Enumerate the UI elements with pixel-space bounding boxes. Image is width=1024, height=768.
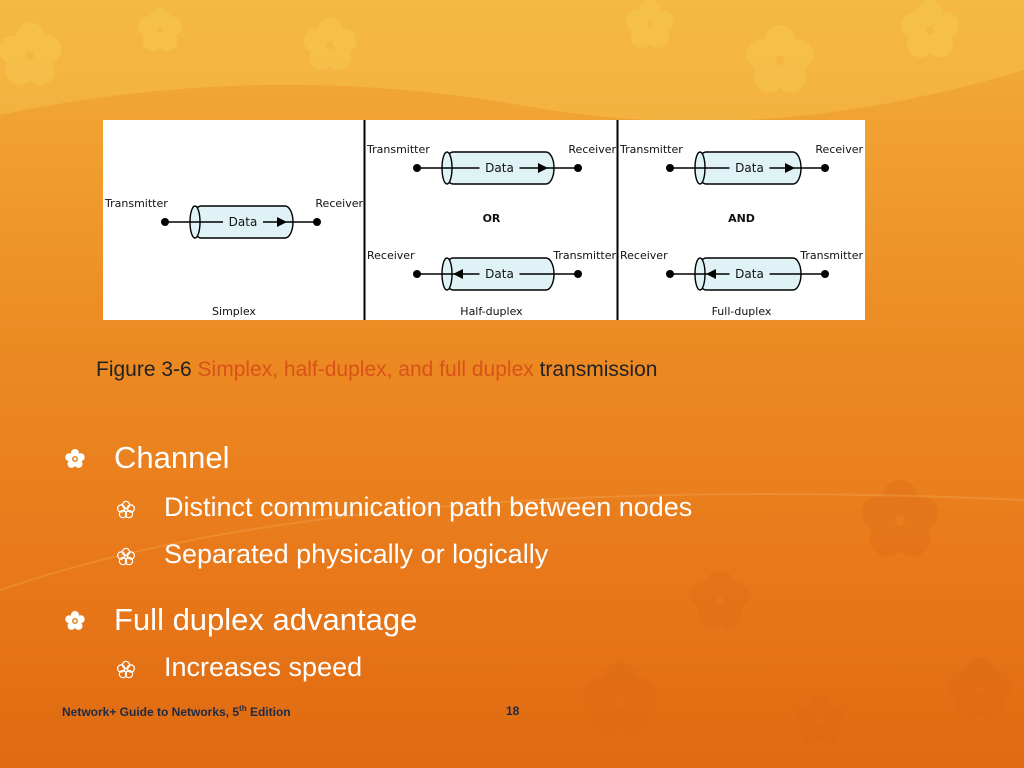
panel-label: Full-duplex: [712, 305, 772, 318]
endpoint-label: Transmitter: [552, 249, 616, 262]
data-label: Data: [229, 215, 258, 229]
node-dot: [821, 270, 829, 278]
flower-outline-bullet-icon: [116, 547, 136, 567]
sub-bullet-increases-speed: Increases speed: [164, 652, 363, 682]
data-label-bg: [729, 265, 770, 281]
sub-bullet-separated: Separated physically or logically: [164, 539, 549, 569]
data-label: Data: [735, 161, 764, 175]
endpoint-label: Transmitter: [619, 143, 683, 156]
caption-highlight: Simplex, half-duplex, and full duplex: [197, 358, 534, 381]
data-label-bg: [223, 213, 263, 229]
figure-caption: Figure 3-6 Simplex, half-duplex, and ful…: [96, 358, 657, 382]
endpoint-label: Receiver: [367, 249, 415, 262]
node-dot: [574, 270, 582, 278]
flower-bullet-icon: [64, 610, 86, 632]
direction-arrow: [706, 269, 716, 279]
node-dot: [821, 164, 829, 172]
footer-title-sup: th: [239, 704, 247, 713]
connector-label: OR: [483, 212, 501, 225]
data-label: Data: [485, 267, 514, 281]
flower-bullet-icon: [64, 448, 86, 470]
connector-label: AND: [728, 212, 755, 225]
direction-arrow: [453, 269, 463, 279]
panel-label: Half-duplex: [460, 305, 523, 318]
flower-outline-bullet-icon: [116, 500, 136, 520]
panel-label: Simplex: [212, 305, 256, 318]
endpoint-label: Receiver: [620, 249, 668, 262]
endpoint-label: Transmitter: [366, 143, 430, 156]
page-number: 18: [506, 704, 520, 718]
data-label-bg: [479, 265, 520, 281]
endpoint-label: Receiver: [815, 143, 863, 156]
data-label: Data: [735, 267, 764, 281]
direction-arrow: [277, 217, 287, 227]
flower-outline-bullet-icon: [116, 660, 136, 680]
sub-bullet-distinct-path: Distinct communication path between node…: [164, 492, 693, 522]
endpoint-label: Receiver: [315, 197, 363, 210]
endpoint-label: Receiver: [568, 143, 616, 156]
footer-title-main: Network+ Guide to Networks, 5: [62, 705, 240, 719]
bullet-full-duplex-advantage: Full duplex advantage: [114, 602, 418, 637]
footer-title: Network+ Guide to Networks, 5th Edition: [62, 704, 291, 719]
node-dot: [313, 218, 321, 226]
caption-prefix: Figure 3-6: [96, 358, 198, 381]
footer-title-end: Edition: [246, 705, 291, 719]
endpoint-label: Transmitter: [104, 197, 168, 210]
direction-arrow: [785, 163, 795, 173]
node-dot: [574, 164, 582, 172]
endpoint-label: Transmitter: [799, 249, 863, 262]
data-label: Data: [485, 161, 514, 175]
data-label-bg: [479, 159, 520, 175]
data-label-bg: [729, 159, 770, 175]
direction-arrow: [538, 163, 548, 173]
bullet-channel: Channel: [114, 440, 230, 475]
caption-suffix: transmission: [533, 358, 658, 381]
